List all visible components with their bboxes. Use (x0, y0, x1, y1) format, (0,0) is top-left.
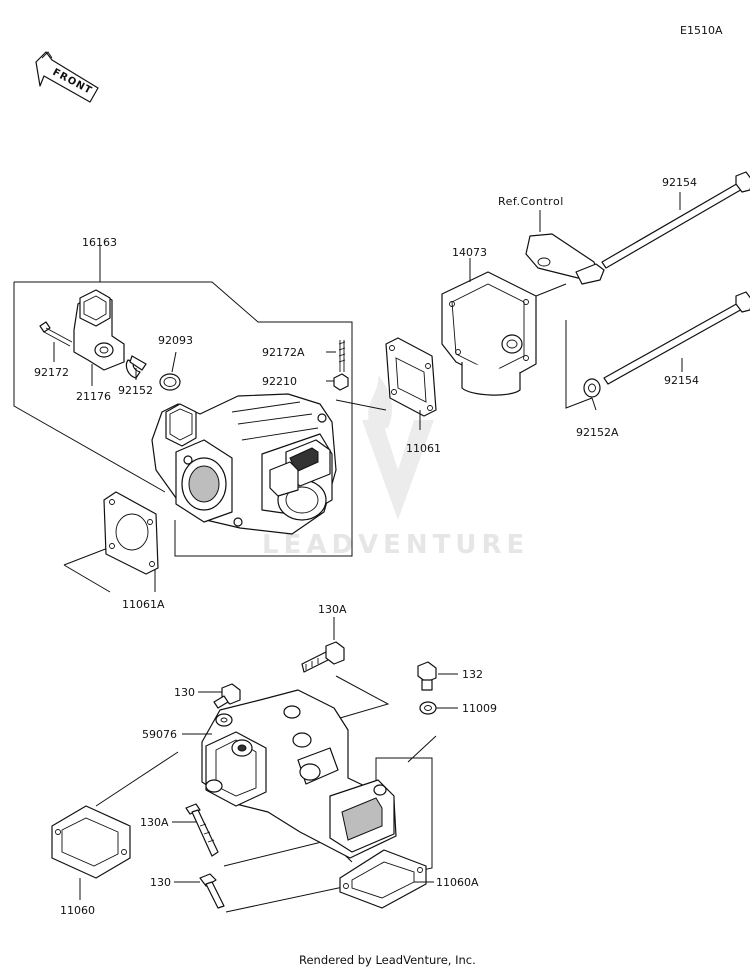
gasket-11060 (51, 805, 131, 879)
intake-manifold-59076 (201, 689, 397, 859)
diagram-id: E1510A (680, 24, 723, 37)
label-92154-lower: 92154 (664, 374, 699, 387)
front-arrow-icon: FRONT (35, 51, 99, 103)
label-16163: 16163 (82, 236, 117, 249)
ref-control-label: Ref.Control (498, 195, 564, 208)
adapter-14073 (441, 271, 537, 396)
leader-lines-upper (53, 192, 683, 430)
label-11009: 11009 (462, 702, 497, 715)
watermark-text: LEADVENTURE (262, 530, 529, 560)
gasket-11060A (339, 849, 427, 909)
screw-92172A (338, 340, 346, 372)
label-11060: 11060 (60, 904, 95, 917)
throttle-sensor-16163 (73, 289, 125, 371)
screw-92172 (39, 321, 73, 347)
bolt-130A-top (301, 641, 345, 673)
assembly-frame-lines (13, 246, 353, 593)
nut-92210 (333, 373, 349, 391)
label-92210: 92210 (262, 375, 297, 388)
watermark: LEADVENTURE (262, 375, 529, 560)
gasket-11061A (103, 491, 159, 575)
label-130-bottom: 130 (150, 876, 171, 889)
label-92093: 92093 (158, 334, 193, 347)
throttle-body (151, 393, 337, 535)
label-92154-upper: 92154 (662, 176, 697, 189)
label-130-top: 130 (174, 686, 195, 699)
label-130A-top: 130A (318, 603, 347, 616)
label-11061A: 11061A (122, 598, 165, 611)
bolt-132 (417, 661, 437, 691)
bolt-130A-bottom (185, 803, 219, 857)
part-labels: 16163 92172 21176 92152 92093 92172A 922… (34, 176, 699, 917)
label-92152: 92152 (118, 384, 153, 397)
label-132: 132 (462, 668, 483, 681)
gasket-11061 (385, 337, 437, 417)
label-11061: 11061 (406, 442, 441, 455)
clip-92152 (125, 355, 147, 379)
label-92172: 92172 (34, 366, 69, 379)
long-bolt-92154-lower (603, 291, 750, 385)
label-92152A: 92152A (576, 426, 619, 439)
label-92172A: 92172A (262, 346, 305, 359)
label-11060A: 11060A (436, 876, 479, 889)
footer-credit: Rendered by LeadVenture, Inc. (299, 953, 476, 967)
label-130A-bottom: 130A (140, 816, 169, 829)
control-bracket (525, 233, 605, 285)
bolt-130-bottom (199, 873, 225, 909)
o-ring-92093 (159, 373, 181, 391)
washer-11009 (419, 701, 437, 715)
leader-lines-lower (79, 617, 458, 900)
label-14073: 14073 (452, 246, 487, 259)
washer-92152A (583, 378, 601, 398)
bolt-130-top (213, 683, 241, 709)
long-bolt-92154-upper (601, 171, 750, 269)
label-59076: 59076 (142, 728, 177, 741)
label-21176: 21176 (76, 390, 111, 403)
